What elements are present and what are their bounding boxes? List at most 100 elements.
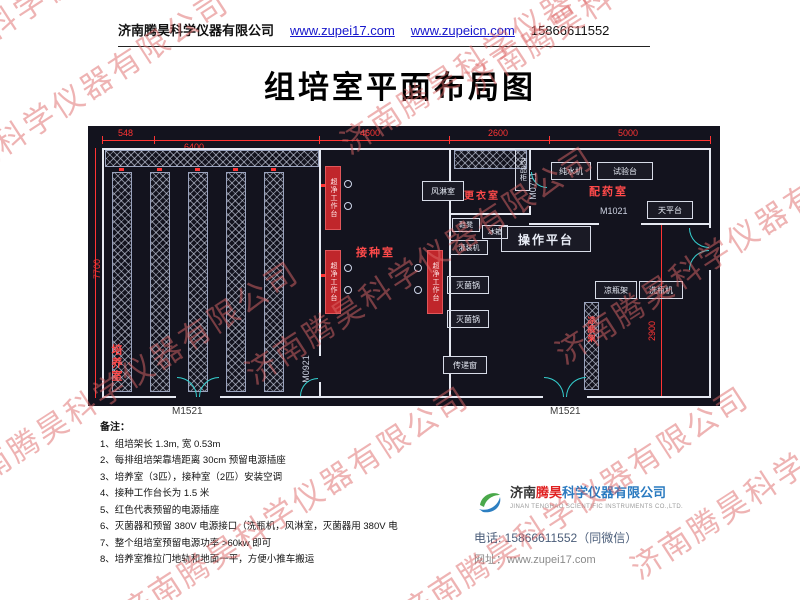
filling-machine: 灌装机 [450,240,488,255]
room-label-dressing: 更衣室 [464,191,500,202]
power-outlet-mark [321,184,326,187]
stool [344,286,352,294]
dim-tick [102,136,103,144]
culture-rack [150,172,170,392]
locker-rack [454,150,527,169]
power-outlet-mark [233,168,238,171]
page-title: 组培室平面布局图 [264,70,536,105]
dim-4600: 4600 [360,128,381,138]
notes-list: 1、组培架长 1.3m, 宽 0.53m 2、每排组培架靠墙距离 30cm 预留电… [100,437,470,569]
notes: 备注： 1、组培架长 1.3m, 宽 0.53m 2、每排组培架靠墙距离 30cm… [100,420,470,569]
header-phone: 15866611552 [530,23,610,38]
notes-title: 备注： [100,422,130,433]
power-outlet-mark [119,168,124,171]
dimension-line-left [95,148,96,398]
header-link-zupeicn[interactable]: www.zupeicn.com [410,23,515,38]
dim-2600: 2600 [488,128,509,138]
header-link-zupei17[interactable]: www.zupei17.com [290,23,395,38]
culture-rack [226,172,246,392]
dimension-line-top [102,140,711,141]
note-line: 7、整个组培室预留电源功率 >60kw 即可 [100,537,272,549]
wall [449,148,451,181]
door-opening [176,395,220,401]
dim-6400: 6400 [184,142,205,152]
door-m1021: M1021 [600,206,628,216]
power-outlet-mark [195,168,200,171]
note-line: 2、每排组培架靠墙距离 30cm 预留电源插座 [100,455,286,466]
fridge: 冰箱 [482,225,508,239]
wall [449,213,531,215]
clean-bench: 超净工作台 [325,250,341,314]
note-line: 8、培养室推拉门地轨和地面一平，方便小推车搬运 [100,554,315,565]
power-outlet-mark [321,274,326,277]
dim-7700: 7700 [92,258,102,280]
air-shower-room: 风淋室 [422,181,464,201]
stool [344,202,352,210]
wall [319,382,321,398]
footer-company-brand: 腾昊 [536,485,563,500]
door-opening [543,395,587,401]
bottle-rack-label: 凉瓶架 [587,316,596,343]
note-line: 1、组培架长 1.3m, 宽 0.53m [100,438,221,450]
clean-bench: 超净工作台 [325,166,341,230]
balance-table: 天平台 [647,201,693,219]
wall [529,223,599,225]
dim-tick [319,136,320,144]
company-logo-icon [474,486,504,521]
footer-company-suffix: 科学仪器有限公司 [562,485,667,500]
room-label-inoculation: 接种室 [356,247,395,259]
bottle-rack-box: 凉瓶架 [595,281,637,299]
stool [344,180,352,188]
shoe-bench: 鞋凳 [452,218,480,232]
wall [449,374,451,398]
note-line: 4、接种工作台长为 1.5 米 [100,488,210,499]
stool [414,264,422,272]
room-label-dispensing: 配药室 [589,186,628,198]
wall [529,148,531,170]
room-label-cultivation: 培养室 [110,344,122,383]
dimension-line-right [661,224,662,398]
header-company: 济南腾昊科学仪器有限公司 [118,23,275,38]
dim-tick [710,136,711,144]
culture-rack [264,172,284,392]
dim-tick [449,136,450,144]
wall [641,223,711,225]
footer-phone: 电话: 15866611552（同微信） [474,531,638,545]
footer-company-en: JINAN TENGHAO SCIENTIFIC INSTRUMENTS CO.… [510,504,684,510]
power-outlet-mark [271,168,276,171]
footer-company-prefix: 济南 [510,485,537,500]
note-line: 6、灭菌器和预留 380V 电源接口（洗瓶机，风淋室，灭菌器用 380V 电 [100,521,398,532]
operation-platform: 操作平台 [501,226,591,252]
culture-rack [112,172,132,392]
pure-water-machine: 纯水机 [551,162,591,180]
bottle-cooling-rack [584,302,599,390]
footer-company: 济南腾昊科学仪器有限公司 [510,486,683,500]
bottle-washer: 洗瓶机 [639,281,683,299]
clean-bench: 超净工作台 [427,250,443,314]
medicine-cabinet: 药品柜 [515,149,530,191]
door-opening [707,228,713,270]
dim-tick [549,136,550,144]
wall [319,148,321,356]
dim-548: 548 [118,128,134,138]
footer-website[interactable]: 网址：www.zupei17.com [474,554,596,566]
dim-tick [154,136,155,144]
power-outlet-mark [157,168,162,171]
stool [344,264,352,272]
stool [414,286,422,294]
door-m1521-right: M1521 [550,406,581,417]
culture-rack [188,172,208,392]
transfer-window: 传递窗 [443,356,487,374]
sterilizer-1: 灭菌锅 [447,276,489,294]
floor-plan: 548 6400 4600 2600 5000 7700 2900 [88,126,720,406]
door-m1521-left: M1521 [172,406,203,417]
dim-5000: 5000 [618,128,639,138]
note-line: 3、培养室（3匹），接种室（2匹）安装空调 [100,471,283,483]
sterilizer-2: 灭菌锅 [447,310,489,328]
culture-rack-top [105,150,319,167]
note-line: 5、红色代表预留的电源插座 [100,504,220,516]
test-bench: 试验台 [597,162,653,180]
header: 济南腾昊科学仪器有限公司 www.zupei17.com www.zupeicn… [118,20,650,47]
wall [529,206,531,215]
